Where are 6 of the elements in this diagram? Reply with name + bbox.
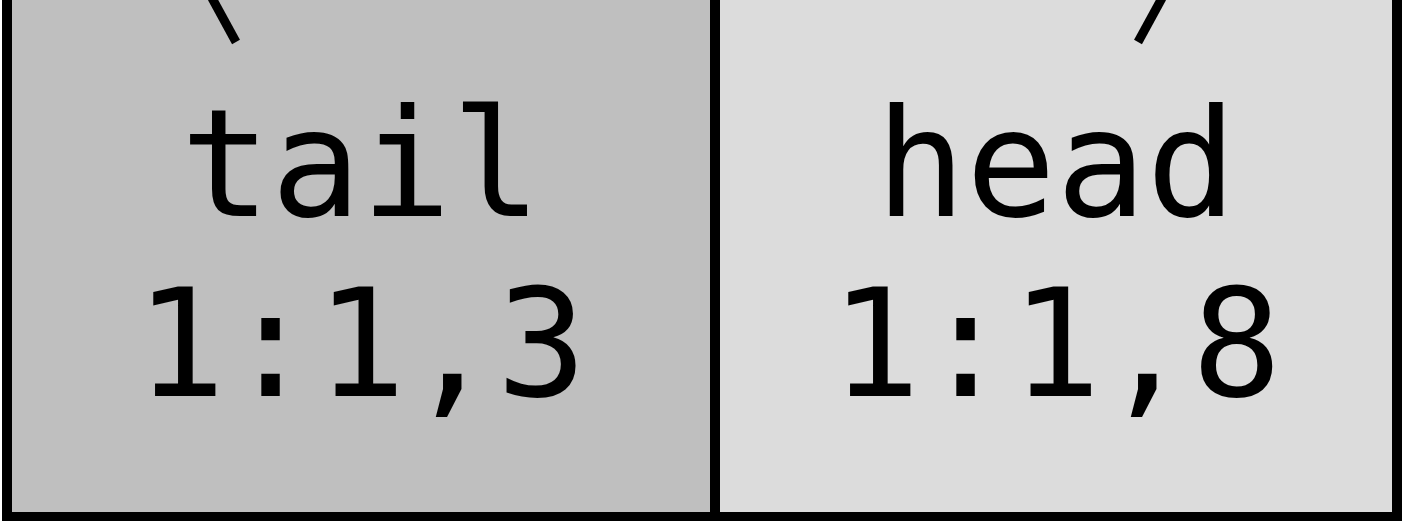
ratio-value: 1:1,3 <box>135 256 587 433</box>
connector-line <box>208 0 240 45</box>
connector-line <box>1134 0 1166 45</box>
cell-label: head <box>875 76 1237 253</box>
ratio-value: 1:1,8 <box>830 256 1282 433</box>
cell-label: tail <box>180 76 542 253</box>
